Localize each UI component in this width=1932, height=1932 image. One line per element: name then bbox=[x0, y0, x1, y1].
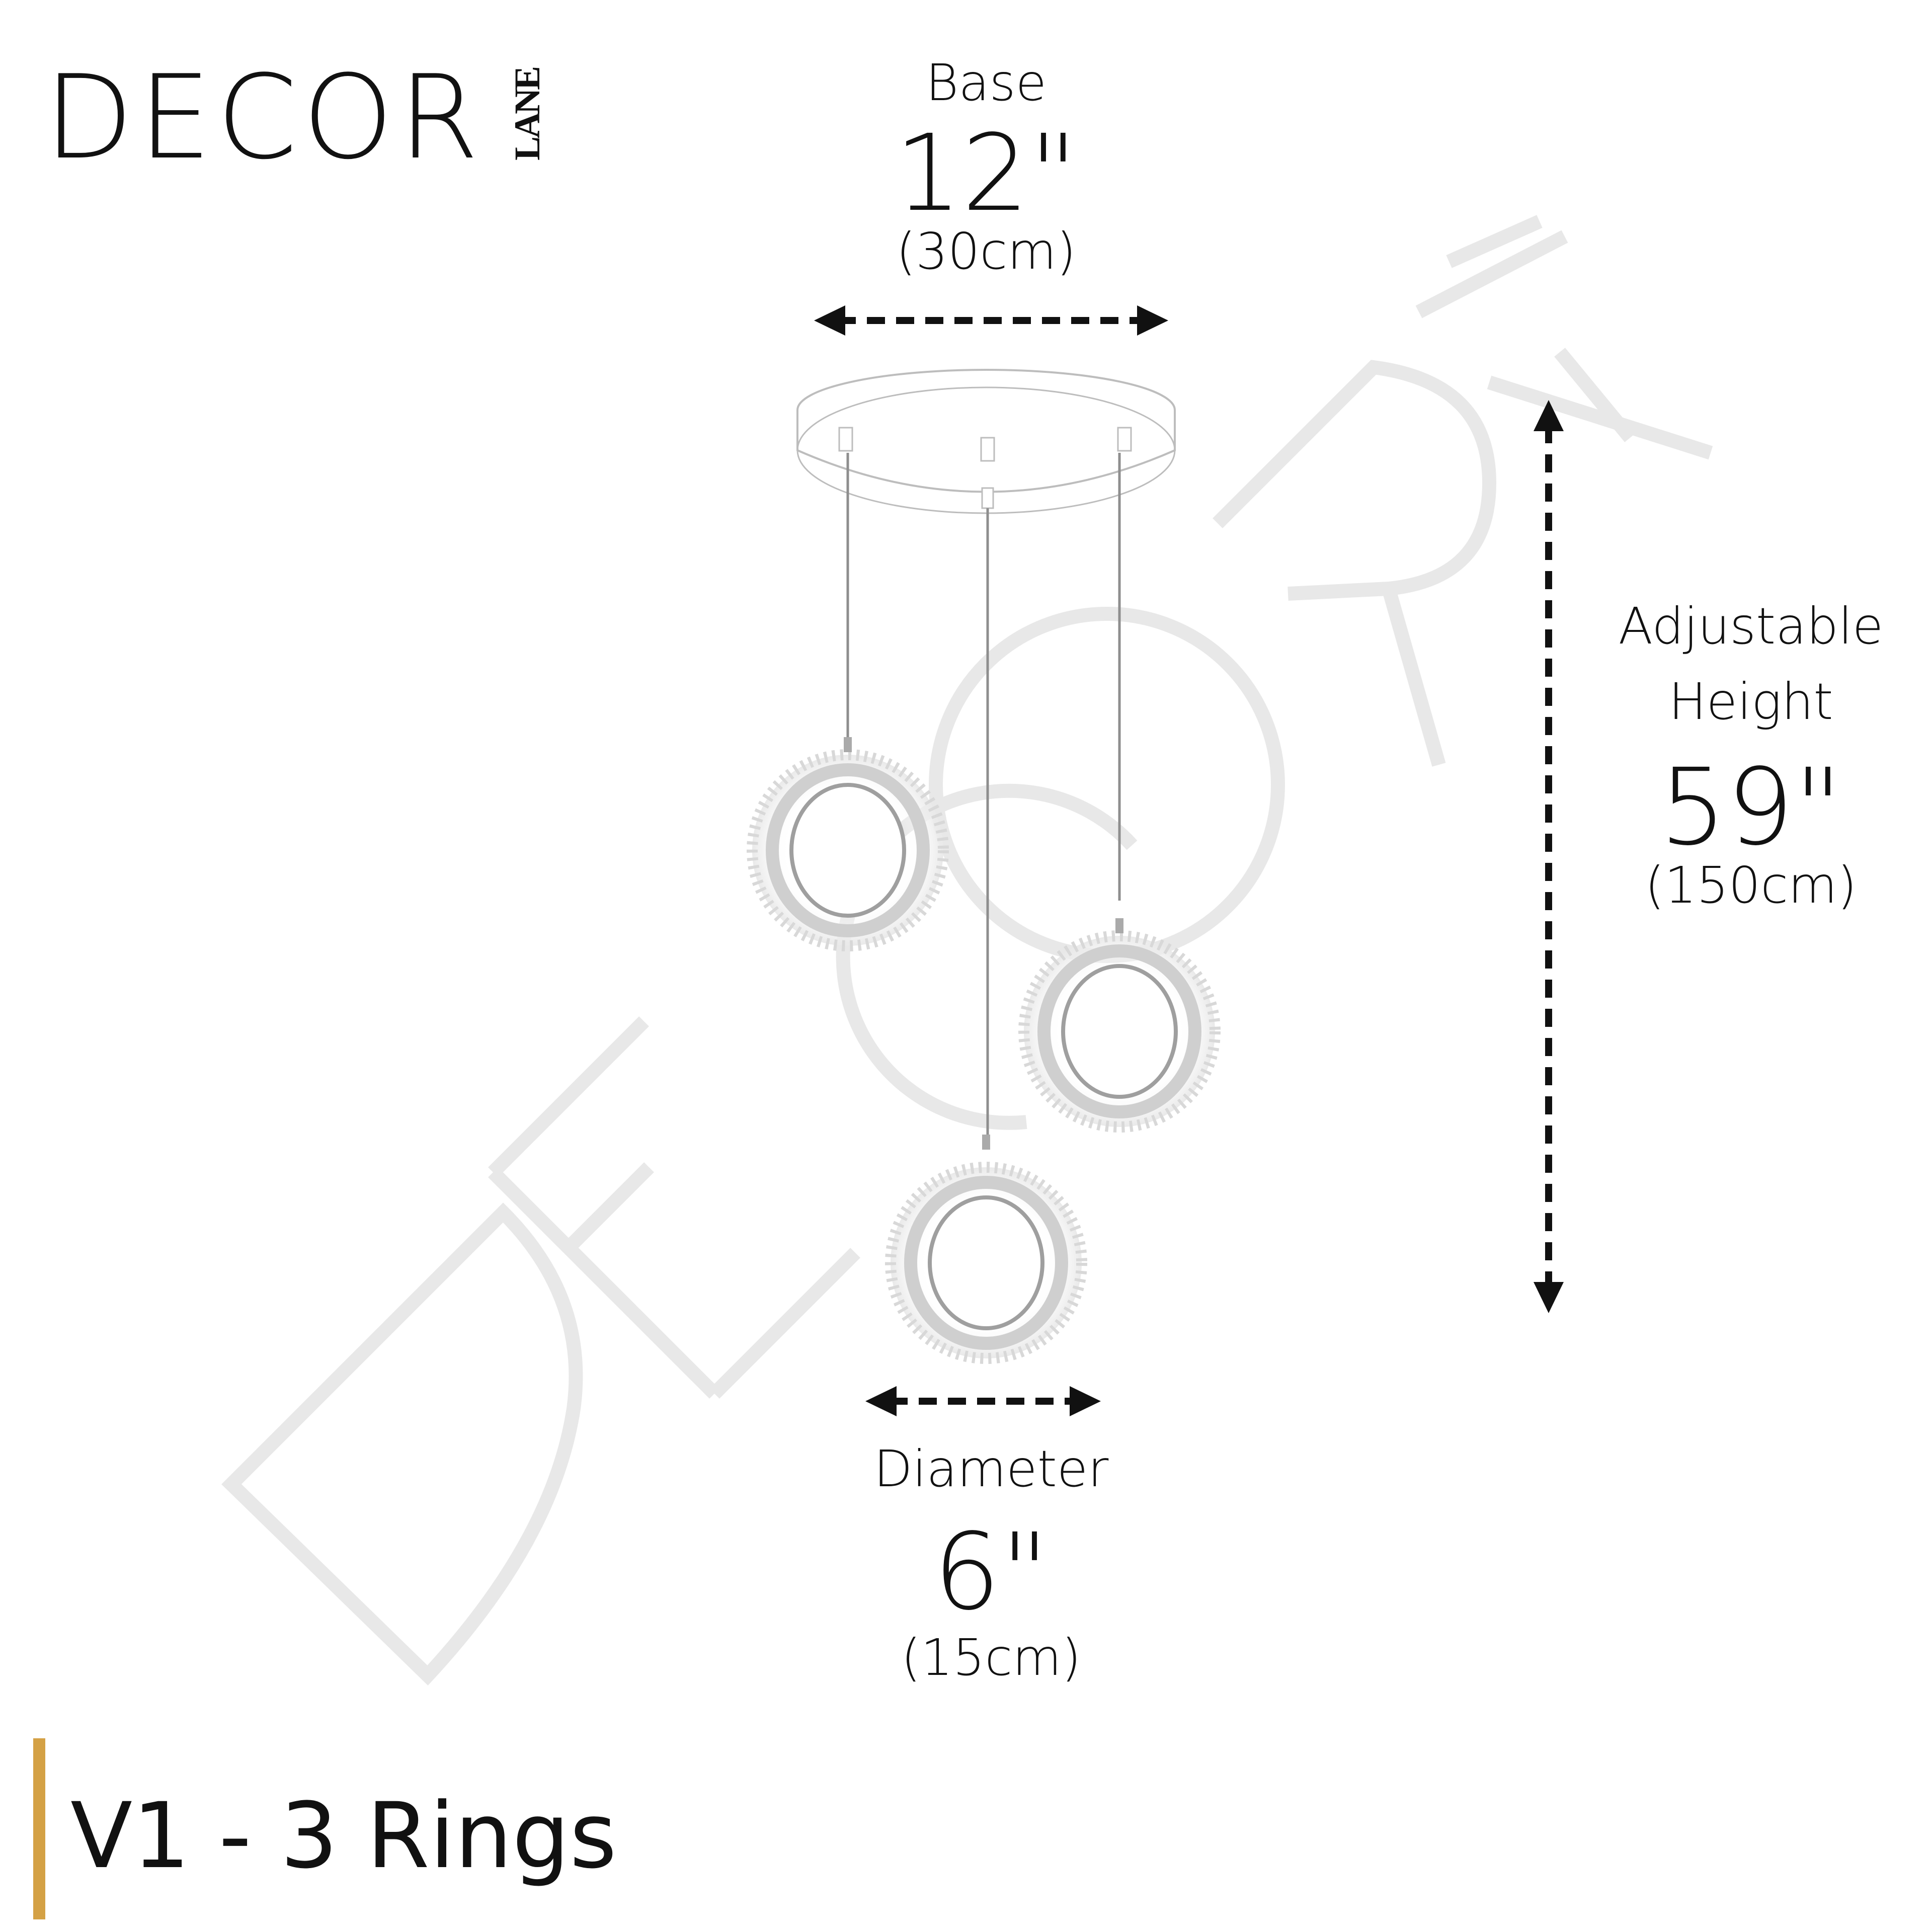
height-arrow bbox=[1534, 400, 1564, 1313]
height-label-line2: Height bbox=[1668, 672, 1833, 731]
base-label: Base bbox=[925, 53, 1047, 112]
diameter-arrow bbox=[865, 1386, 1101, 1416]
brand-logo: DECOR bbox=[44, 51, 484, 185]
diameter-label: Diameter bbox=[873, 1439, 1109, 1498]
variant-title: V1 - 3 Rings bbox=[70, 1784, 617, 1889]
base-inches: 12" bbox=[895, 112, 1078, 235]
accent-bar bbox=[33, 1738, 45, 1919]
diameter-inches: 6" bbox=[933, 1510, 1050, 1634]
diameter-cm: (15cm) bbox=[901, 1628, 1081, 1687]
height-cm: (150cm) bbox=[1645, 856, 1857, 915]
ring-right bbox=[1018, 918, 1221, 1133]
ring-bottom bbox=[885, 1135, 1087, 1364]
base-width-arrow bbox=[814, 305, 1168, 336]
canopy-base bbox=[796, 369, 1176, 514]
height-label-line1: Adjustable bbox=[1618, 597, 1884, 656]
height-inches: 59" bbox=[1659, 746, 1842, 869]
ring-left bbox=[747, 737, 949, 951]
base-cm: (30cm) bbox=[896, 222, 1076, 281]
